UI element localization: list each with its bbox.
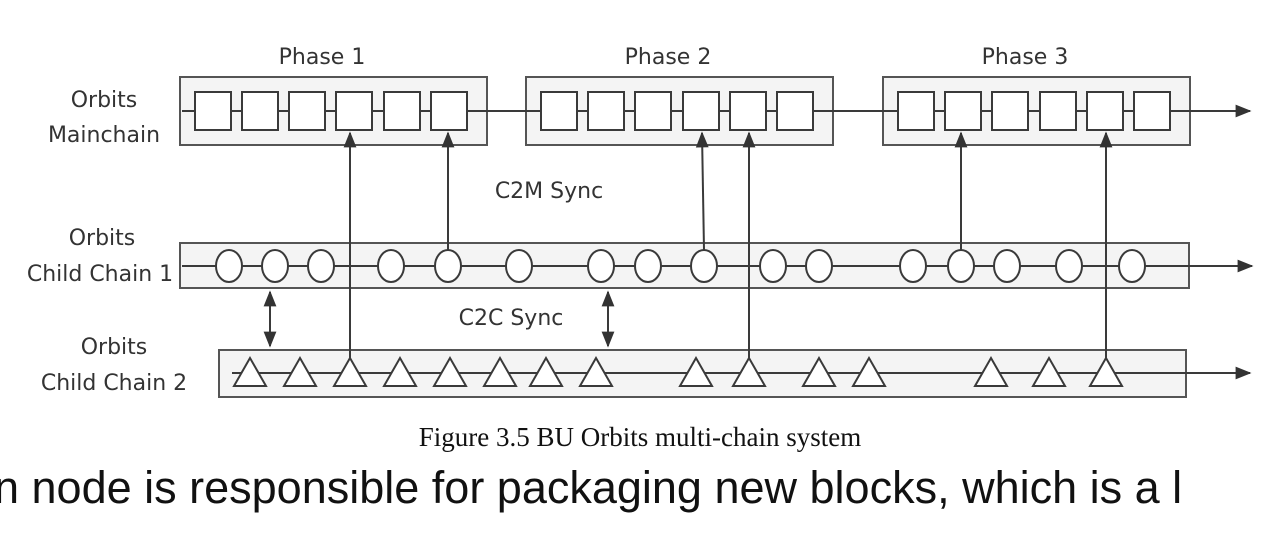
- mainchain-block: [383, 91, 421, 131]
- figure-caption: Figure 3.5 BU Orbits multi-chain system: [419, 422, 861, 452]
- child-chain-2-block: [678, 355, 714, 387]
- c2m-sync-arrow: [695, 131, 709, 251]
- mainchain-block: [587, 91, 625, 131]
- mainchain-block: [194, 91, 232, 131]
- mainchain-block: [335, 91, 373, 131]
- mainchain-block: [288, 91, 326, 131]
- mainchain-block: [1086, 91, 1124, 131]
- child-chain-2-block: [1088, 355, 1124, 387]
- child-chain-2-block: [528, 355, 564, 387]
- child-chain-1-block: [690, 249, 718, 283]
- body-text-line: n node is responsible for packaging new …: [0, 462, 1182, 513]
- child-chain-1-block: [805, 249, 833, 283]
- mainchain-block: [1039, 91, 1077, 131]
- child-chain-1-block: [505, 249, 533, 283]
- child-chain-2-label-line1: Orbits: [81, 335, 148, 360]
- child-chain-1-block: [377, 249, 405, 283]
- child-chain-1-block: [634, 249, 662, 283]
- c2m-sync-label: C2M Sync: [495, 179, 603, 204]
- child-chain-1-block: [434, 249, 462, 283]
- child-chain-1-block: [1055, 249, 1083, 283]
- child-chain-1-block: [759, 249, 787, 283]
- child-chain-2-label-line2: Child Chain 2: [41, 371, 187, 396]
- phase-3-title: Phase 3: [982, 45, 1069, 70]
- child-chain-1-label-line2: Child Chain 1: [27, 262, 173, 287]
- mainchain-block: [897, 91, 935, 131]
- child-chain-2-block: [851, 355, 887, 387]
- child-chain-2-block: [973, 355, 1009, 387]
- c2c-sync-label: C2C Sync: [459, 306, 564, 331]
- child-chain-1-block: [307, 249, 335, 283]
- child-chain-2-block: [232, 355, 268, 387]
- child-chain-2-block: [1031, 355, 1067, 387]
- child-chain-2-block: [731, 355, 767, 387]
- child-chain-2-block: [382, 355, 418, 387]
- mainchain-block: [540, 91, 578, 131]
- child-chain-1-block: [215, 249, 243, 283]
- mainchain-block: [430, 91, 468, 131]
- child-chain-1-block: [587, 249, 615, 283]
- mainchain-block: [634, 91, 672, 131]
- mainchain-block: [241, 91, 279, 131]
- child-chain-1-block: [261, 249, 289, 283]
- child-chain-1-block: [993, 249, 1021, 283]
- child-chain-2-block: [578, 355, 614, 387]
- mainchain-block: [1133, 91, 1171, 131]
- phase-1-title: Phase 1: [279, 45, 366, 70]
- mainchain-block: [776, 91, 814, 131]
- child-chain-2-block: [482, 355, 518, 387]
- child-chain-1-label-line1: Orbits: [69, 226, 136, 251]
- child-chain-1-block: [947, 249, 975, 283]
- phase-2-title: Phase 2: [625, 45, 712, 70]
- mainchain-block: [944, 91, 982, 131]
- mainchain-block: [729, 91, 767, 131]
- mainchain-label-line1: Orbits: [71, 88, 138, 113]
- mainchain-label-line2: Mainchain: [48, 123, 160, 148]
- cropped-text-line: [0, 528, 1280, 537]
- mainchain-block: [682, 91, 720, 131]
- child-chain-2-block: [432, 355, 468, 387]
- child-chain-1-block: [899, 249, 927, 283]
- child-chain-2-block: [332, 355, 368, 387]
- mainchain-block: [991, 91, 1029, 131]
- child-chain-1-block: [1118, 249, 1146, 283]
- child-chain-2-block: [282, 355, 318, 387]
- child-chain-2-block: [801, 355, 837, 387]
